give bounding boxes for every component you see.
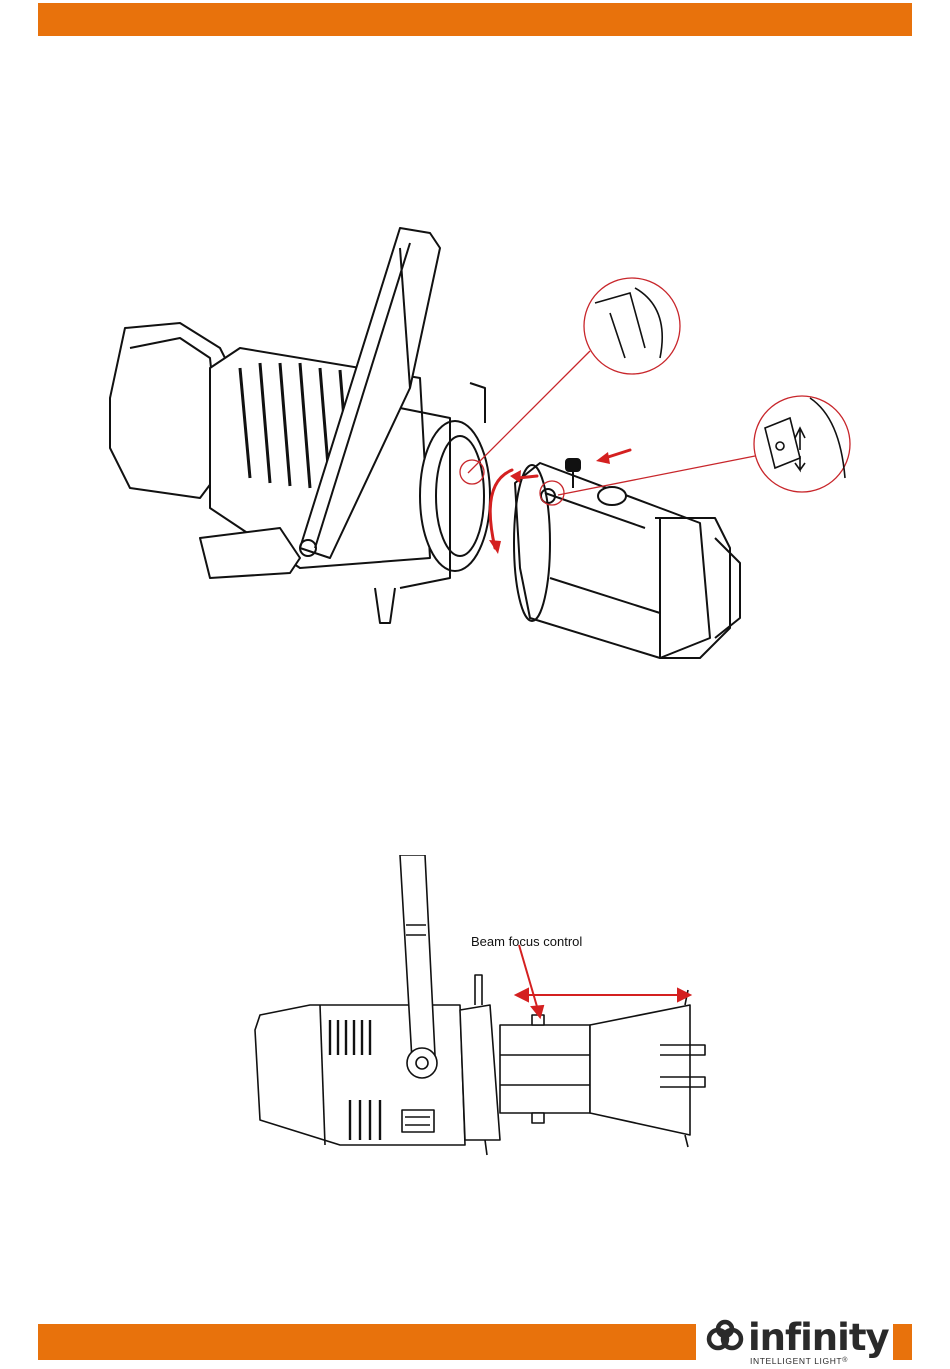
logo-tagline: INTELLIGENT LIGHT® bbox=[750, 1356, 848, 1366]
lens-tube-removal-illustration bbox=[100, 218, 870, 698]
infinity-logo: infinity INTELLIGENT LIGHT® bbox=[704, 1318, 890, 1366]
logo-wordmark: infinity bbox=[748, 1318, 889, 1358]
beam-focus-label: Beam focus control bbox=[471, 934, 582, 949]
beam-focus-illustration bbox=[230, 855, 720, 1160]
header-accent-bar bbox=[38, 3, 912, 36]
footer-accent-block bbox=[893, 1324, 912, 1360]
footer-accent-bar bbox=[38, 1324, 696, 1360]
logo-mark-icon bbox=[704, 1318, 746, 1358]
